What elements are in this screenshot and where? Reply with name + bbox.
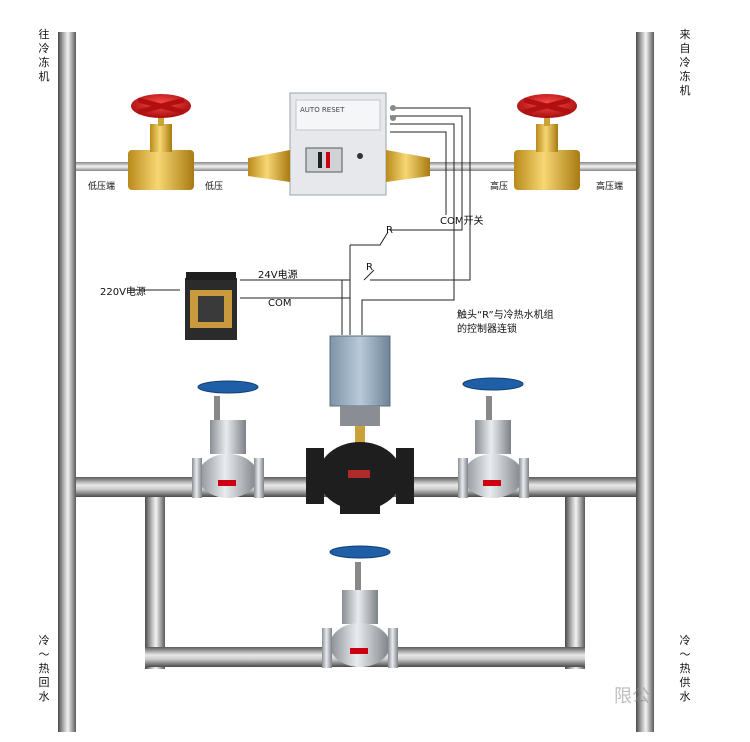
from-chiller-label: 来自冷冻机 xyxy=(679,28,691,97)
low-pressure-valve xyxy=(128,94,194,190)
power-220v-label: 220V电源 xyxy=(100,287,146,298)
supply-pipe-vertical xyxy=(636,32,654,732)
motorized-control-valve xyxy=(306,335,414,514)
com-label: COM xyxy=(268,298,292,309)
high-pressure-label: 高压 xyxy=(490,182,509,192)
low-pressure-label: 低压 xyxy=(205,182,224,192)
right-stop-valve xyxy=(458,377,529,498)
high-pressure-valve xyxy=(514,94,580,190)
interlock-note-line1: 触头“R”与冷热水机组 xyxy=(457,310,554,321)
left-stop-valve xyxy=(192,380,264,498)
switch-brand-label: AUTO RESET xyxy=(300,106,345,114)
transformer xyxy=(185,272,237,340)
watermark: 限公 xyxy=(614,686,650,707)
power-24v-label: 24V电源 xyxy=(258,270,298,281)
chilled-hot-return-label: 冷～热回水 xyxy=(38,634,50,703)
interlock-note-line2: 的控制器连锁 xyxy=(457,324,517,335)
return-pipe-vertical xyxy=(58,32,76,732)
com-switch-label: COM开关 xyxy=(440,216,484,227)
relay-r1-label: R xyxy=(386,225,393,236)
high-pressure-end-label: 高压端 xyxy=(596,182,624,192)
chilled-hot-supply-label: 冷～热供水 xyxy=(679,634,691,703)
return-to-chiller-label: 往冷冻机 xyxy=(38,28,50,83)
pressure-switch xyxy=(248,92,430,196)
relay-r2-label: R xyxy=(366,262,373,273)
bypass-left-riser xyxy=(145,497,165,669)
control-wiring xyxy=(130,107,471,335)
low-pressure-end-label: 低压端 xyxy=(88,182,116,192)
bypass-right-riser xyxy=(565,497,585,669)
bypass-stop-valve xyxy=(322,545,398,668)
